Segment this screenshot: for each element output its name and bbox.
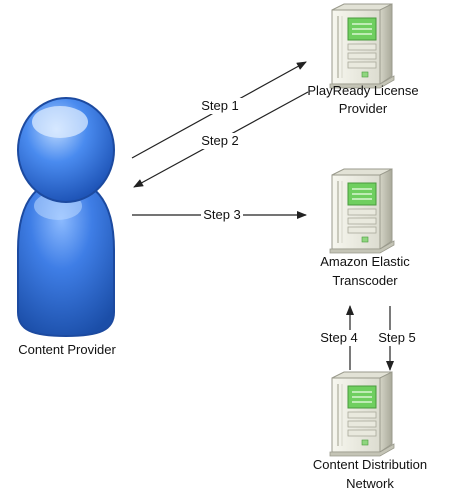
playready-label-line2: Provider — [339, 101, 388, 116]
content-provider-node: Content Provider — [17, 97, 116, 357]
person-icon — [17, 97, 115, 338]
playready-node: PlayReady License Provider — [307, 3, 419, 116]
transcoder-label-line2: Transcoder — [332, 273, 398, 288]
server-icon — [329, 168, 395, 254]
cdn-label-line1: Content Distribution — [313, 457, 427, 472]
cdn-label-line2: Network — [346, 476, 394, 491]
content-provider-label: Content Provider — [18, 342, 116, 357]
transcoder-node: Amazon Elastic Transcoder — [320, 168, 410, 288]
step5-label: Step 5 — [378, 330, 416, 345]
cdn-node: Content Distribution Network — [313, 371, 427, 491]
server-icon — [329, 371, 395, 457]
step1-label: Step 1 — [201, 98, 239, 113]
playready-label-line1: PlayReady License — [307, 83, 418, 98]
step2-label: Step 2 — [201, 133, 239, 148]
server-icon — [329, 3, 395, 89]
transcoder-label-line1: Amazon Elastic — [320, 254, 410, 269]
step3-label: Step 3 — [203, 207, 241, 222]
step4-label: Step 4 — [320, 330, 358, 345]
